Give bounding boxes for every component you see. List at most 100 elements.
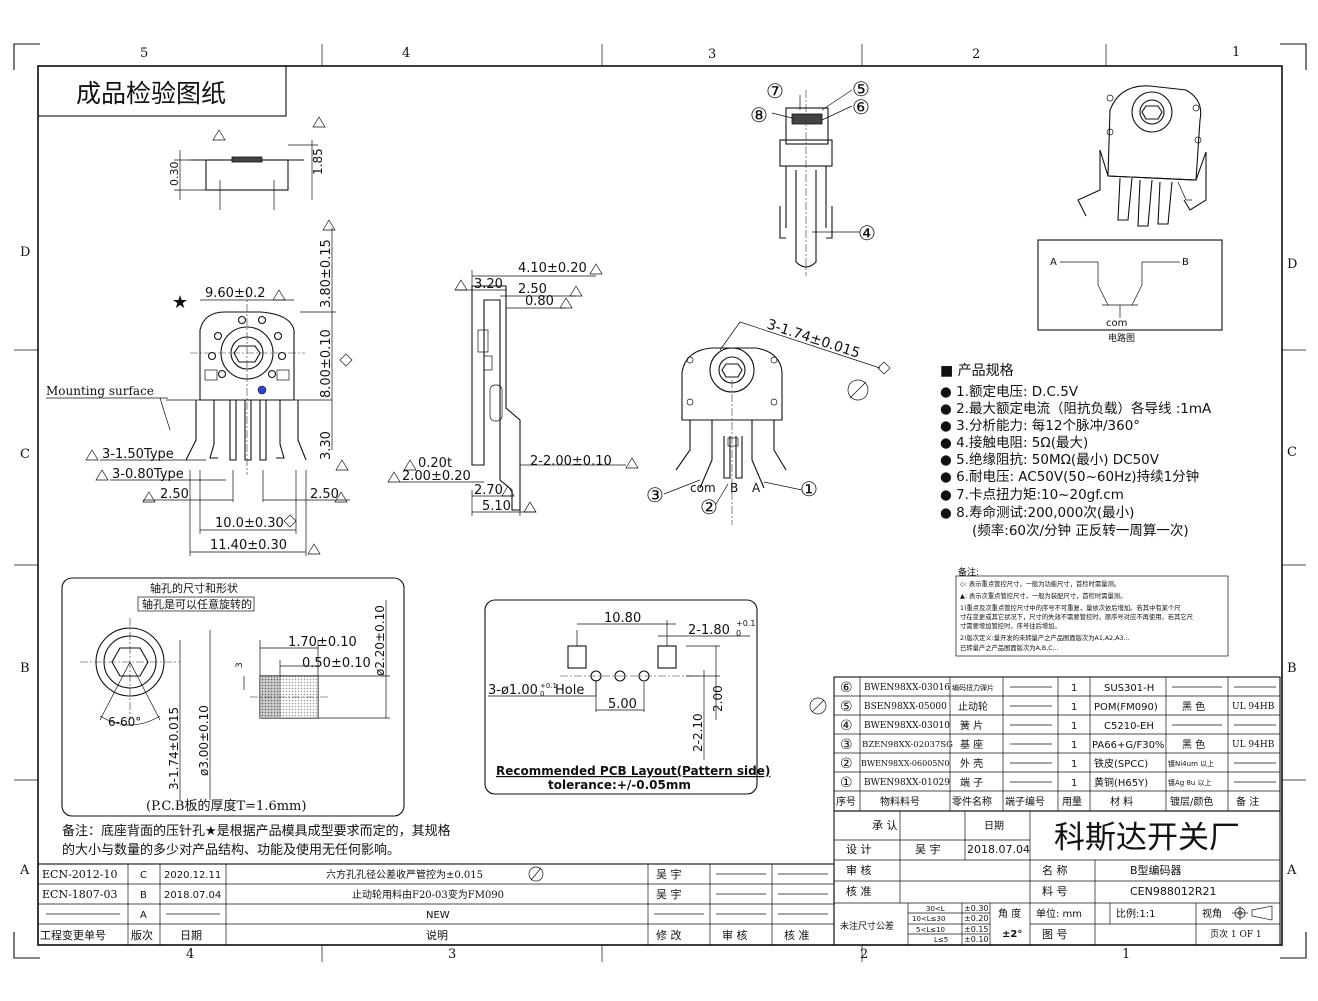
callout-6: ⑥ <box>852 95 870 119</box>
tb-tol-value: ±0.20 <box>964 914 989 923</box>
rev-date: 2018.07.04 <box>164 890 221 901</box>
spec-item: ● 4.接触电阻: 5Ω(最大) <box>940 434 1088 451</box>
tb-tol-title: 未注尺寸公差 <box>840 920 894 932</box>
pin-a-label: A <box>752 481 761 495</box>
spec-item: ● 1.额定电压: D.C.5V <box>940 384 1079 400</box>
bom-color: 镀Ni4um 以上 <box>1168 759 1214 768</box>
mounting-surface-label: Mounting surface <box>46 384 154 398</box>
dim-030: 0.30 <box>168 162 181 187</box>
bom-qty: 1 <box>1071 702 1077 713</box>
bom-material: SUS301-H <box>1104 683 1154 694</box>
tb-check: 核 准 <box>846 884 872 898</box>
pcb-d2210: 2-2.10 <box>691 713 705 752</box>
pcb-layout: 10.80 2-1.80 +0.1 0 3-ø1.00 +0.1 0 Hole … <box>484 599 770 795</box>
dim-380: 3.80±0.15 <box>319 239 334 308</box>
bottom-note-line2: 的大小与数量的多少对产品结构、功能及使用无任何影响。 <box>62 842 400 858</box>
notes-box: 备注: ◇: 表示重点管控尺寸，一般为功能尺寸，首检时需量测。 ▲: 表示次重点… <box>955 566 1229 657</box>
bom-remark: UL 94HB <box>1232 740 1275 750</box>
pcb-hole-word: Hole <box>555 683 584 698</box>
tb-approve: 承 认 <box>872 819 898 832</box>
tb-tol-range: 5<L≤10 <box>916 926 945 934</box>
zone-row-label: B <box>20 661 30 676</box>
bom-part-name: 基 座 <box>960 738 983 751</box>
bom-code: BWEN98XX-01029 <box>864 778 950 788</box>
revision-table: ECN-2012-10 C 2020.12.11 六方孔孔径公差收严管控为±0.… <box>37 863 835 946</box>
pcb-d2180: 2-1.80 <box>688 623 730 638</box>
rev-header: 审 核 <box>722 928 748 942</box>
tb-designer: 吴 宇 <box>915 843 941 856</box>
callout-8: ⑧ <box>750 103 768 127</box>
bom-qty: 1 <box>1071 759 1077 770</box>
star-icon: ★ <box>172 292 188 313</box>
note-line: 寸在变更或其它状况下，尺寸的失效不需要管控时，原序号对应不再使用，若其它尺 <box>960 612 1194 621</box>
title-box <box>37 65 287 117</box>
dim-174-rear: 3-1.74±0.015 <box>765 317 862 362</box>
bom-header: 零件名称 <box>952 795 992 808</box>
spec-item: (频率:60次/分钟 正反转一周算一次) <box>972 522 1189 539</box>
zone-col-label: 4 <box>186 947 194 962</box>
rev-by: 吴 宇 <box>656 868 682 881</box>
zone-row-label: C <box>1287 445 1297 460</box>
page-title: 成品检验图纸 <box>76 79 226 108</box>
bom-no: ⑤ <box>840 699 853 715</box>
bom-material: PA66+G/F30% <box>1092 740 1164 751</box>
pin-b-label: B <box>730 481 738 495</box>
tb-view: 视角 <box>1202 907 1222 920</box>
bom-color: 黑 色 <box>1182 700 1205 713</box>
dim-330: 3.30 <box>319 431 334 460</box>
zone-col-label: 5 <box>140 46 148 61</box>
dim-960: 9.60±0.2 <box>205 286 266 301</box>
tb-name-label: 名 称 <box>1042 863 1068 877</box>
bom-code: BWEN98XX-03016 <box>864 683 950 693</box>
bom-color: 镀Ag 8u 以上 <box>1168 778 1212 787</box>
bom-header: 备 注 <box>1236 795 1259 808</box>
spec-item: ● 2.最大额定电流（阻抗负载）各导线 :1mA <box>940 401 1212 417</box>
shaft-title: 轴孔的尺寸和形状 <box>150 581 238 595</box>
note-line: 寸需要增加管控时，序号往后增加。 <box>960 621 1061 630</box>
product-specs: ■ 产品规格 ● 1.额定电压: D.C.5V ● 2.最大额定电流（阻抗负载）… <box>940 363 1212 539</box>
circuit-caption: 电路图 <box>1108 332 1135 344</box>
projection-icon <box>1232 905 1273 921</box>
rev-header: 版次 <box>131 928 153 942</box>
bom-part-name: 簧 片 <box>960 719 983 732</box>
rev-header: 工程变更单号 <box>40 928 106 942</box>
tb-scale: 比例:1:1 <box>1116 907 1155 920</box>
frame-corners <box>13 43 1307 959</box>
tb-drawing-no: 图 号 <box>1042 928 1068 941</box>
circuit-diagram: A B com 电路图 <box>1037 239 1223 344</box>
note-line: ▲: 表示次重点管控尺寸，一般为装配尺寸，首检时需量测。 <box>960 591 1126 600</box>
shaft-d050: 0.50±0.10 <box>302 656 371 671</box>
shaft-dim3: 3 <box>235 662 245 668</box>
rev-desc: 六方孔孔径公差收严管控为±0.015 <box>326 868 483 881</box>
tb-design-label: 设 计 <box>846 843 872 856</box>
bom-code: BZEN98XX-02037SG <box>862 740 953 750</box>
bom-part-name: 端 子 <box>960 776 983 789</box>
pcb-hole-tol-dn: 0 <box>540 690 544 698</box>
pcb-title: Recommended PCB Layout(Pattern side) <box>496 764 770 778</box>
isometric-view <box>1077 85 1207 227</box>
note-line: 1)重点及次重点管控尺寸中的序号不可重复，量依次依后增加。若其中有某个尺 <box>960 603 1181 612</box>
zone-row-label: C <box>20 447 30 462</box>
title-block: 承 认 日期 设 计 吴 宇 2018.07.04 审 核 核 准 科斯达开关厂… <box>833 810 1281 946</box>
bom-no: ② <box>840 756 853 772</box>
dim-080: 0.80 <box>525 294 554 309</box>
bom-table: ⑥ BWEN98XX-03016 编码扭力弹片 1 SUS301-H ⑤ BSE… <box>809 676 1281 812</box>
zone-col-label: 1 <box>1122 947 1130 962</box>
specs-heading: ■ 产品规格 <box>940 363 1014 379</box>
bom-remark: UL 94HB <box>1232 702 1275 712</box>
callout-1: ① <box>800 477 818 501</box>
zone-row-label: D <box>1287 257 1297 272</box>
spec-item: ● 7.卡点扭力矩:10~20gf.cm <box>940 487 1124 503</box>
tb-review: 审 核 <box>846 863 872 877</box>
note-line: 2)版次定义:量开发的未转量产之产品图面版次为A1,A2,A3... <box>960 633 1129 642</box>
zone-col-label: 1 <box>1232 45 1240 60</box>
tb-unit: 单位: mm <box>1036 907 1082 920</box>
rear-view: 3-1.74±0.015 com B A ③ ② ① <box>646 317 891 525</box>
bom-header: 镀层/颜色 <box>1170 795 1213 808</box>
side-view: 4.10±0.20 3.20 2.50 0.80 0.20t 2.00±0.20… <box>387 261 639 516</box>
dim-250-side: 2.50 <box>518 282 547 297</box>
callout-5: ⑤ <box>852 77 870 101</box>
bom-qty: 1 <box>1071 721 1077 732</box>
zone-row-label: D <box>20 245 30 260</box>
callout-7: ⑦ <box>766 79 784 103</box>
